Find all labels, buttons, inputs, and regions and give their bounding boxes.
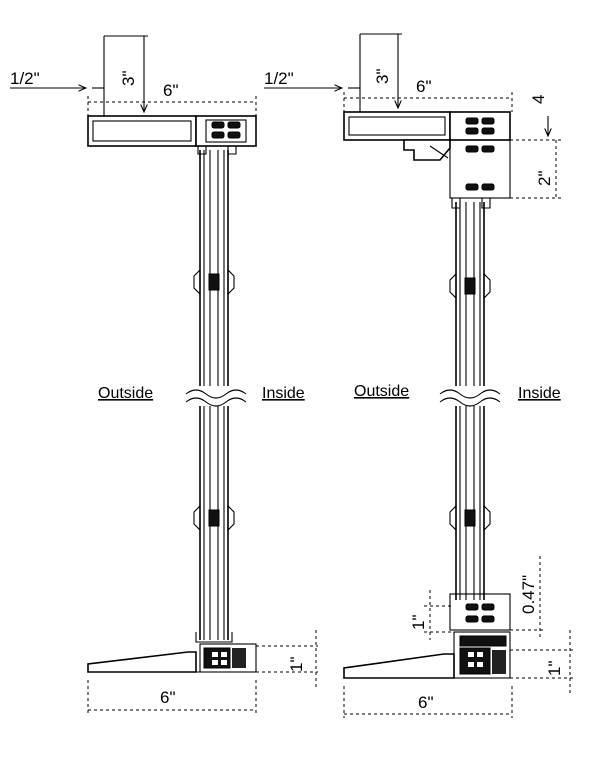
left-six-top-dim: 6" [163, 81, 179, 100]
right-break-line [439, 386, 501, 407]
right-three-inch-dim: 3" [373, 69, 392, 85]
right-head-frame [449, 111, 511, 209]
left-outside-label: Outside [98, 385, 153, 402]
right-head-wall [343, 33, 451, 161]
left-three-inch-dim: 3" [119, 71, 138, 87]
right-four-dim: 4 [529, 95, 548, 104]
right-clip-lower [449, 504, 491, 532]
right-dimensions [264, 34, 574, 718]
left-break-line [185, 386, 247, 407]
left-one-inch-dim: 1" [287, 657, 306, 673]
right-one-inch-lower-dim: 1" [545, 661, 564, 677]
right-clip-upper [449, 272, 491, 300]
left-dimensions [10, 36, 318, 714]
left-six-bottom-dim: 6" [160, 688, 176, 707]
left-clip-lower [193, 504, 235, 532]
right-six-bottom-dim: 6" [418, 693, 434, 712]
right-detail: 1/2" 3" 6" 4 2" 0.47" 1" 1" 6" Outside I… [264, 33, 574, 718]
left-half-inch-dim: 1/2" [10, 69, 40, 88]
left-detail: 1/2" 3" 6" 1" 6" Outside Inside [10, 35, 318, 714]
right-sill [343, 631, 511, 679]
right-outside-label: Outside [354, 383, 409, 400]
right-047-dim: 0.47" [519, 575, 538, 614]
right-one-inch-upper-dim: 1" [409, 615, 428, 631]
left-inside-label: Inside [262, 385, 305, 402]
left-sill [87, 632, 257, 673]
right-two-inch-dim: 2" [535, 171, 554, 187]
left-head-frame [195, 115, 257, 155]
right-six-top-dim: 6" [416, 77, 432, 96]
right-inside-label: Inside [518, 385, 561, 402]
left-head-wall [87, 35, 197, 147]
left-clip-upper [193, 268, 235, 296]
right-half-inch-dim: 1/2" [264, 69, 294, 88]
right-sill-receptor [449, 593, 511, 631]
